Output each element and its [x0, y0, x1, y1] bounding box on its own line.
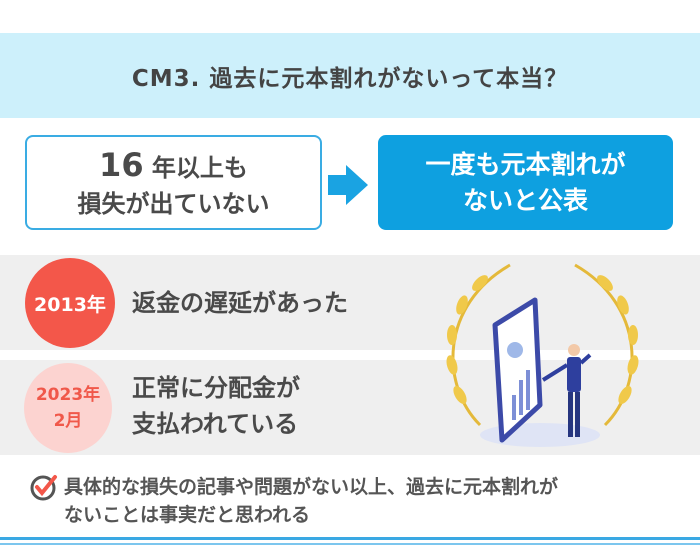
result-line1: 一度も元本割れが	[425, 149, 626, 179]
date-label: 2013年	[34, 293, 106, 316]
divider-line	[0, 537, 700, 540]
result-line2: ないと公表	[462, 185, 588, 215]
years-number: 16	[99, 146, 144, 184]
divider-line	[0, 543, 700, 545]
date-label-month: 2月	[53, 411, 83, 431]
event-text: 返金の遅延があった	[132, 289, 348, 317]
checkmark-icon	[30, 475, 57, 501]
note-line1: 具体的な損失の記事や問題がない以上、過去に元本割れが	[64, 476, 559, 498]
conclusion-note: 具体的な損失の記事や問題がない以上、過去に元本割れが ないことは事実だと思われる	[30, 473, 690, 529]
claim-line2: 損失が出ていない	[77, 190, 270, 218]
date-badge-2023: 2023年 2月	[24, 363, 112, 453]
claim-box: 16 年以上も 損失が出ていない	[25, 135, 322, 230]
result-box: 一度も元本割れが ないと公表	[378, 135, 673, 230]
date-badge-2013: 2013年	[25, 258, 115, 348]
event-text-line1: 正常に分配金が	[132, 374, 300, 402]
event-text: 正常に分配金が 支払われている	[132, 370, 300, 442]
claim-line1: 年以上も	[143, 154, 248, 182]
laurel-wreath-icon	[451, 263, 634, 427]
laurel-smartphone-illustration	[446, 263, 639, 447]
page-title: CM3. 過去に元本割れがないって本当？	[0, 33, 700, 118]
arrow-right-icon	[328, 165, 368, 205]
date-label-year: 2023年	[35, 385, 101, 405]
event-text-line2: 支払われている	[132, 410, 299, 438]
note-line2: ないことは事実だと思われる	[64, 504, 311, 526]
smartphone-icon	[492, 297, 543, 443]
businessman-icon	[541, 344, 592, 437]
